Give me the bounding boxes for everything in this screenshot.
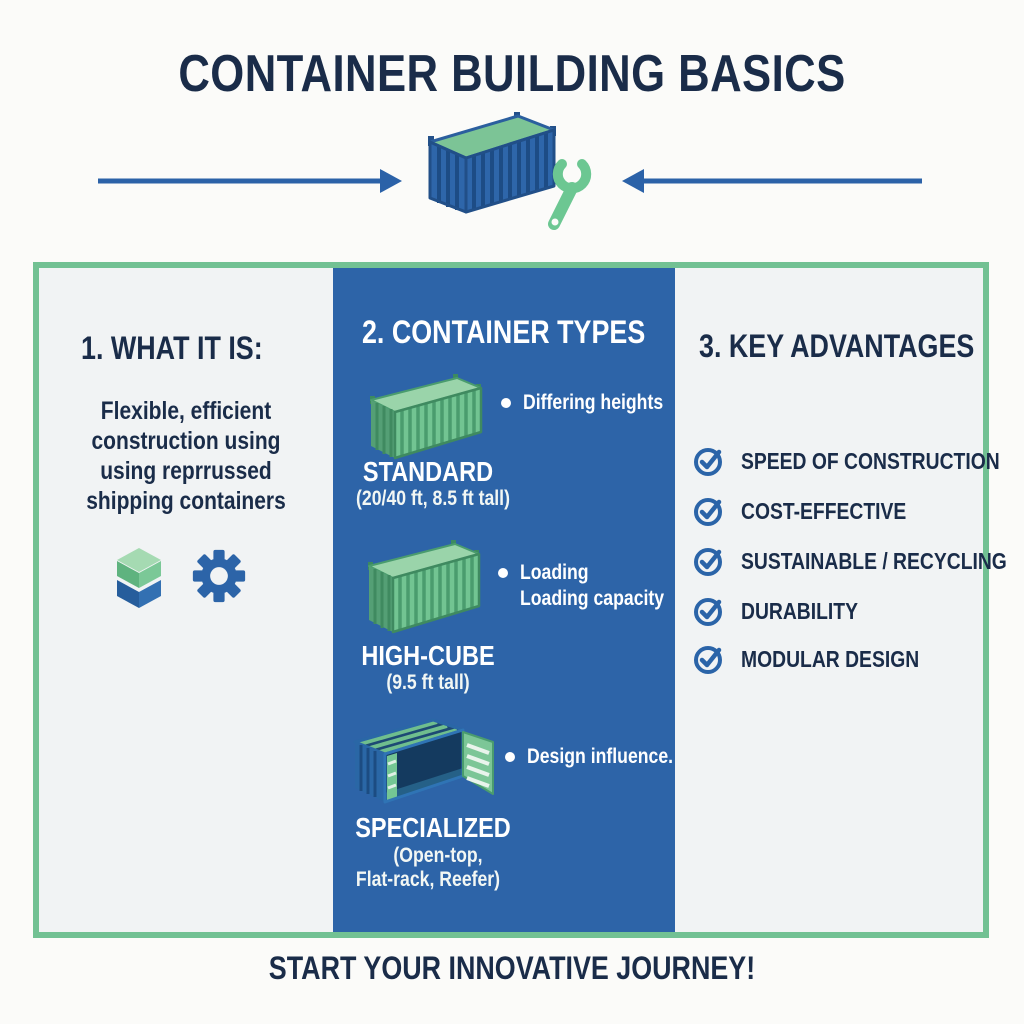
- advantage-row: DURABILITY: [693, 594, 880, 628]
- column-key-advantages: 3. KEY ADVANTAGES SPEED OF CONSTRUCTION …: [675, 268, 1007, 932]
- check-circle-icon: [694, 448, 722, 476]
- bullet-dot: [498, 568, 508, 578]
- advantage-row: COST-EFFECTIVE: [693, 494, 938, 528]
- check-circle-icon: [694, 646, 722, 674]
- standard-name: STANDARD: [362, 456, 494, 487]
- bullet-dot: [501, 398, 511, 408]
- advantage-row: SPEED OF CONSTRUCTION: [693, 444, 1024, 478]
- advantages-heading: 3. KEY ADVANTAGES: [699, 328, 975, 364]
- specialized-bullet: Design influence.: [505, 744, 701, 770]
- standard-container-icon: [370, 374, 483, 460]
- check-circle-icon: [694, 598, 722, 626]
- gear-icon: [192, 549, 246, 603]
- high-cube-detail: (9.5 ft tall): [386, 671, 470, 694]
- wrench-icon: [548, 159, 592, 230]
- specialized-container-icon: [353, 718, 494, 804]
- advantage-row: SUSTAINABLE / RECYCLING: [693, 544, 1024, 578]
- high-cube-container-icon: [368, 540, 481, 634]
- cube-icon: [117, 548, 161, 608]
- column-what-it-is: 1. WHAT IT IS: Flexible, efficient const…: [39, 268, 333, 932]
- specialized-detail-line1: (Open-top,: [393, 844, 483, 867]
- types-heading: 2. CONTAINER TYPES: [362, 314, 646, 350]
- page-title: CONTAINER BUILDING BASICS: [178, 45, 846, 103]
- standard-bullet: Differing heights: [501, 390, 690, 416]
- container-icon: [428, 112, 556, 214]
- check-circle-icon: [694, 548, 722, 576]
- high-cube-bullet: Loading Loading capacity: [498, 560, 692, 612]
- column-container-types: 2. CONTAINER TYPES: [333, 268, 675, 932]
- arrow-left-icon: [622, 169, 922, 193]
- advantage-row: MODULAR DESIGN: [693, 642, 953, 676]
- standard-detail: (20/40 ft, 8.5 ft tall): [356, 487, 510, 510]
- high-cube-name: HIGH-CUBE: [361, 640, 495, 671]
- specialized-detail-line2: Flat-rack, Reefer): [355, 868, 501, 891]
- what-heading: 1. WHAT IT IS:: [81, 330, 263, 366]
- hero-illustration: [0, 100, 1024, 250]
- specialized-name: SPECIALIZED: [355, 812, 511, 843]
- footer-cta: START YOUR INNOVATIVE JOURNEY!: [268, 950, 756, 986]
- main-panel: 1. WHAT IT IS: Flexible, efficient const…: [33, 262, 1007, 938]
- arrow-right-icon: [98, 169, 402, 193]
- check-circle-icon: [694, 498, 722, 526]
- what-body-text: Flexible, efficient construction using u…: [86, 397, 286, 515]
- bullet-dot: [505, 752, 515, 762]
